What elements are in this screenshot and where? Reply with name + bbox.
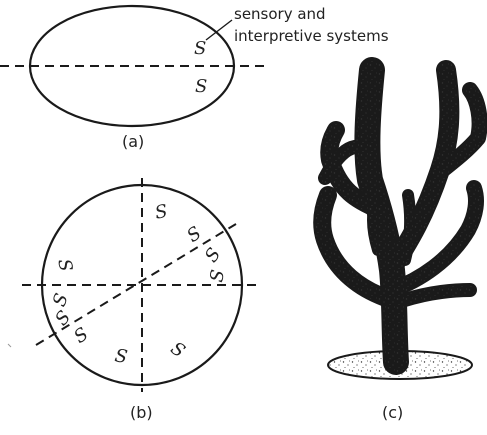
annotation-line-1: sensory and <box>234 5 326 23</box>
stray-speck <box>8 344 11 347</box>
s-mark-b: S <box>167 338 189 362</box>
caption-c: (c) <box>382 403 403 422</box>
s-mark-b: S <box>183 223 205 247</box>
caption-b: (b) <box>130 403 153 422</box>
s-mark-b: S <box>49 291 73 310</box>
s-mark-b: S <box>206 268 229 284</box>
caption-a: (a) <box>122 132 144 151</box>
annotation-line-2: interpretive systems <box>234 27 389 45</box>
s-mark-b: S <box>51 307 75 330</box>
s-mark-b: S <box>53 257 76 273</box>
annotation-leader <box>206 20 232 40</box>
s-mark-a-lower: S <box>195 76 207 97</box>
branching-organism <box>322 70 479 379</box>
panel-b: S S S S S S S S S S (b) <box>22 178 262 422</box>
s-mark-b: S <box>113 345 129 368</box>
s-mark-b: S <box>153 201 169 224</box>
s-mark-a-upper: S <box>194 38 206 59</box>
s-mark-b: S <box>70 324 92 348</box>
s-mark-b: S <box>201 244 225 266</box>
panel-c: (c) <box>322 70 479 422</box>
